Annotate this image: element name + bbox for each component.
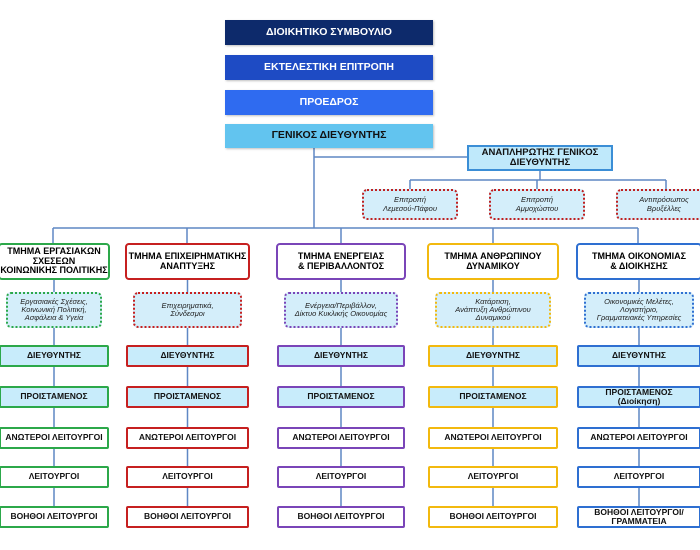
department-economics-administration-senior-officers-box[interactable]: ΑΝΩΤΕΡΟΙ ΛΕΙΤΟΥΡΓΟΙ — [577, 427, 700, 449]
department-business-development-focus-label: Επιχειρηματικά, Σύνδεσμοι — [161, 300, 214, 318]
chairman-box[interactable]: ΠΡΟΕΔΡΟΣ — [225, 90, 433, 115]
brussels-representative-label: Αντιπρόσωπος Βρυξέλλες — [639, 195, 689, 213]
department-business-development-head-box[interactable]: ΠΡΟΙΣΤΑΜΕΝΟΣ — [126, 386, 249, 408]
department-human-resources-senior-officers-box[interactable]: ΑΝΩΤΕΡΟΙ ΛΕΙΤΟΥΡΓΟΙ — [428, 427, 558, 449]
department-energy-environment-officers-box[interactable]: ΛΕΙΤΟΥΡΓΟΙ — [277, 466, 405, 488]
department-labour-relations-officers-box[interactable]: ΛΕΙΤΟΥΡΓΟΙ — [0, 466, 109, 488]
department-economics-administration-focus-label: Οικονομικές Μελέτες, Λογιστήριο, Γραμματ… — [596, 296, 682, 323]
department-business-development-box[interactable]: ΤΜΗΜΑ ΕΠΙΧΕΙΡΗΜΑΤΙΚΗΣ ΑΝΑΠΤΥΞΗΣ — [125, 243, 250, 280]
department-labour-relations-assistant-officers-box[interactable]: ΒΟΗΘΟΙ ΛΕΙΤΟΥΡΓΟΙ — [0, 506, 109, 528]
department-economics-administration-head-box[interactable]: ΠΡΟΙΣΤΑΜΕΝΟΣ (Διοίκηση) — [577, 386, 700, 408]
department-business-development-director-label: ΔΙΕΥΘΥΝΤΗΣ — [160, 350, 215, 361]
department-human-resources-assistant-officers-box[interactable]: ΒΟΗΘΟΙ ΛΕΙΤΟΥΡΓΟΙ — [428, 506, 558, 528]
department-energy-environment-assistant-officers-box[interactable]: ΒΟΗΘΟΙ ΛΕΙΤΟΥΡΓΟΙ — [277, 506, 405, 528]
department-human-resources-box[interactable]: ΤΜΗΜΑ ΑΝΘΡΩΠΙΝΟΥ ΔΥΝΑΜΙΚΟΥ — [427, 243, 559, 280]
department-energy-environment-assistant-officers-label: ΒΟΗΘΟΙ ΛΕΙΤΟΥΡΓΟΙ — [297, 511, 385, 522]
board-label: ΔΙΟΙΚΗΤΙΚΟ ΣΥΜΒΟΥΛΙΟ — [266, 25, 392, 38]
department-human-resources-label: ΤΜΗΜΑ ΑΝΘΡΩΠΙΝΟΥ ΔΥΝΑΜΙΚΟΥ — [444, 250, 542, 271]
general-manager-box[interactable]: ΓΕΝΙΚΟΣ ΔΙΕΥΘΥΝΤΗΣ — [225, 124, 433, 148]
department-energy-environment-senior-officers-box[interactable]: ΑΝΩΤΕΡΟΙ ΛΕΙΤΟΥΡΓΟΙ — [277, 427, 405, 449]
general-manager-label: ΓΕΝΙΚΟΣ ΔΙΕΥΘΥΝΤΗΣ — [271, 129, 387, 142]
department-energy-environment-focus-label: Ενέργεια/Περιβάλλον, Δίκτυο Κυκλικής Οικ… — [294, 300, 388, 318]
department-human-resources-assistant-officers-label: ΒΟΗΘΟΙ ΛΕΙΤΟΥΡΓΟΙ — [449, 511, 537, 522]
department-human-resources-focus-box[interactable]: Κατάρτιση, Ανάπτυξη Ανθρώπινου Δυναμικού — [435, 292, 551, 328]
department-energy-environment-label: ΤΜΗΜΑ ΕΝΕΡΓΕΙΑΣ & ΠΕΡΙΒΑΛΛΟΝΤΟΣ — [297, 250, 385, 271]
department-labour-relations-focus-label: Εργασιακές Σχέσεις, Κοινωνική Πολιτική, … — [20, 296, 88, 323]
department-business-development-officers-box[interactable]: ΛΕΙΤΟΥΡΓΟΙ — [126, 466, 249, 488]
department-economics-administration-assistant-officers-label: ΒΟΗΘΟΙ ΛΕΙΤΟΥΡΓΟΙ/ ΓΡΑΜΜΑΤΕΙΑ — [594, 506, 684, 526]
deputy-gm-box[interactable]: ΑΝΑΠΛΗΡΩΤΗΣ ΓΕΝΙΚΟΣ ΔΙΕΥΘΥΝΤΗΣ — [467, 145, 613, 171]
executive-committee-box[interactable]: ΕΚΤΕΛΕΣΤΙΚΗ ΕΠΙΤΡΟΠΗ — [225, 55, 433, 80]
department-economics-administration-box[interactable]: ΤΜΗΜΑ ΟΙΚΟΝΟΜΙΑΣ & ΔΙΟΙΚΗΣΗΣ — [576, 243, 700, 280]
brussels-representative-box[interactable]: Αντιπρόσωπος Βρυξέλλες — [616, 189, 700, 220]
department-labour-relations-senior-officers-box[interactable]: ΑΝΩΤΕΡΟΙ ΛΕΙΤΟΥΡΓΟΙ — [0, 427, 109, 449]
department-economics-administration-director-label: ΔΙΕΥΘΥΝΤΗΣ — [611, 350, 667, 361]
committee-limassol-paphos-label: Επιτροπή Λεμεσού-Πάφου — [383, 195, 437, 213]
department-energy-environment-box[interactable]: ΤΜΗΜΑ ΕΝΕΡΓΕΙΑΣ & ΠΕΡΙΒΑΛΛΟΝΤΟΣ — [276, 243, 406, 280]
department-labour-relations-label: ΤΜΗΜΑ ΕΡΓΑΣΙΑΚΩΝ ΣΧΕΣΕΩΝ ΚΟΙΝΩΝΙΚΗΣ ΠΟΛΙ… — [0, 245, 108, 276]
department-labour-relations-senior-officers-label: ΑΝΩΤΕΡΟΙ ΛΕΙΤΟΥΡΓΟΙ — [5, 432, 103, 443]
department-labour-relations-assistant-officers-label: ΒΟΗΘΟΙ ΛΕΙΤΟΥΡΓΟΙ — [10, 511, 98, 522]
department-business-development-officers-label: ΛΕΙΤΟΥΡΓΟΙ — [162, 471, 213, 482]
department-human-resources-head-box[interactable]: ΠΡΟΙΣΤΑΜΕΝΟΣ — [428, 386, 558, 408]
department-labour-relations-box[interactable]: ΤΜΗΜΑ ΕΡΓΑΣΙΑΚΩΝ ΣΧΕΣΕΩΝ ΚΟΙΝΩΝΙΚΗΣ ΠΟΛΙ… — [0, 243, 110, 280]
department-energy-environment-officers-label: ΛΕΙΤΟΥΡΓΟΙ — [315, 471, 367, 482]
chairman-label: ΠΡΟΕΔΡΟΣ — [299, 95, 359, 108]
committee-limassol-paphos-box[interactable]: Επιτροπή Λεμεσού-Πάφου — [362, 189, 458, 220]
department-economics-administration-label: ΤΜΗΜΑ ΟΙΚΟΝΟΜΙΑΣ & ΔΙΟΙΚΗΣΗΣ — [592, 250, 686, 271]
department-energy-environment-head-box[interactable]: ΠΡΟΙΣΤΑΜΕΝΟΣ — [277, 386, 405, 408]
department-labour-relations-head-label: ΠΡΟΙΣΤΑΜΕΝΟΣ — [20, 391, 88, 402]
department-business-development-senior-officers-box[interactable]: ΑΝΩΤΕΡΟΙ ΛΕΙΤΟΥΡΓΟΙ — [126, 427, 249, 449]
department-business-development-senior-officers-label: ΑΝΩΤΕΡΟΙ ΛΕΙΤΟΥΡΓΟΙ — [138, 432, 237, 443]
department-economics-administration-head-label: ΠΡΟΙΣΤΑΜΕΝΟΣ (Διοίκηση) — [605, 386, 673, 406]
department-economics-administration-officers-box[interactable]: ΛΕΙΤΟΥΡΓΟΙ — [577, 466, 700, 488]
committee-famagusta-label: Επιτροπή Αμμοχώστου — [515, 195, 559, 213]
department-human-resources-director-label: ΔΙΕΥΘΥΝΤΗΣ — [465, 350, 521, 361]
department-labour-relations-focus-box[interactable]: Εργασιακές Σχέσεις, Κοινωνική Πολιτική, … — [6, 292, 102, 328]
deputy-gm-label: ΑΝΑΠΛΗΡΩΤΗΣ ΓΕΝΙΚΟΣ ΔΙΕΥΘΥΝΤΗΣ — [481, 146, 599, 168]
department-labour-relations-director-box[interactable]: ΔΙΕΥΘΥΝΤΗΣ — [0, 345, 109, 367]
department-economics-administration-director-box[interactable]: ΔΙΕΥΘΥΝΤΗΣ — [577, 345, 700, 367]
department-human-resources-officers-box[interactable]: ΛΕΙΤΟΥΡΓΟΙ — [428, 466, 558, 488]
department-business-development-assistant-officers-label: ΒΟΗΘΟΙ ΛΕΙΤΟΥΡΓΟΙ — [143, 511, 232, 522]
department-business-development-assistant-officers-box[interactable]: ΒΟΗΘΟΙ ΛΕΙΤΟΥΡΓΟΙ — [126, 506, 249, 528]
department-business-development-label: ΤΜΗΜΑ ΕΠΙΧΕΙΡΗΜΑΤΙΚΗΣ ΑΝΑΠΤΥΞΗΣ — [128, 250, 247, 271]
department-economics-administration-assistant-officers-box[interactable]: ΒΟΗΘΟΙ ΛΕΙΤΟΥΡΓΟΙ/ ΓΡΑΜΜΑΤΕΙΑ — [577, 506, 700, 528]
department-energy-environment-senior-officers-label: ΑΝΩΤΕΡΟΙ ΛΕΙΤΟΥΡΓΟΙ — [292, 432, 390, 443]
department-business-development-director-box[interactable]: ΔΙΕΥΘΥΝΤΗΣ — [126, 345, 249, 367]
committee-famagusta-box[interactable]: Επιτροπή Αμμοχώστου — [489, 189, 585, 220]
department-human-resources-head-label: ΠΡΟΙΣΤΑΜΕΝΟΣ — [459, 391, 527, 402]
department-energy-environment-focus-box[interactable]: Ενέργεια/Περιβάλλον, Δίκτυο Κυκλικής Οικ… — [284, 292, 398, 328]
department-human-resources-focus-label: Κατάρτιση, Ανάπτυξη Ανθρώπινου Δυναμικού — [455, 296, 531, 323]
department-labour-relations-director-label: ΔΙΕΥΘΥΝΤΗΣ — [26, 350, 82, 361]
department-human-resources-officers-label: ΛΕΙΤΟΥΡΓΟΙ — [467, 471, 519, 482]
department-labour-relations-head-box[interactable]: ΠΡΟΙΣΤΑΜΕΝΟΣ — [0, 386, 109, 408]
department-economics-administration-officers-label: ΛΕΙΤΟΥΡΓΟΙ — [613, 471, 665, 482]
department-human-resources-senior-officers-label: ΑΝΩΤΕΡΟΙ ΛΕΙΤΟΥΡΓΟΙ — [444, 432, 542, 443]
executive-committee-label: ΕΚΤΕΛΕΣΤΙΚΗ ΕΠΙΤΡΟΠΗ — [264, 60, 394, 73]
department-labour-relations-officers-label: ΛΕΙΤΟΥΡΓΟΙ — [28, 471, 80, 482]
department-energy-environment-director-label: ΔΙΕΥΘΥΝΤΗΣ — [313, 350, 369, 361]
board-box[interactable]: ΔΙΟΙΚΗΤΙΚΟ ΣΥΜΒΟΥΛΙΟ — [225, 20, 433, 45]
department-economics-administration-senior-officers-label: ΑΝΩΤΕΡΟΙ ΛΕΙΤΟΥΡΓΟΙ — [590, 432, 688, 443]
department-energy-environment-head-label: ΠΡΟΙΣΤΑΜΕΝΟΣ — [307, 391, 375, 402]
department-human-resources-director-box[interactable]: ΔΙΕΥΘΥΝΤΗΣ — [428, 345, 558, 367]
department-business-development-head-label: ΠΡΟΙΣΤΑΜΕΝΟΣ — [153, 391, 222, 402]
department-economics-administration-focus-box[interactable]: Οικονομικές Μελέτες, Λογιστήριο, Γραμματ… — [584, 292, 694, 328]
department-business-development-focus-box[interactable]: Επιχειρηματικά, Σύνδεσμοι — [133, 292, 242, 328]
department-energy-environment-director-box[interactable]: ΔΙΕΥΘΥΝΤΗΣ — [277, 345, 405, 367]
